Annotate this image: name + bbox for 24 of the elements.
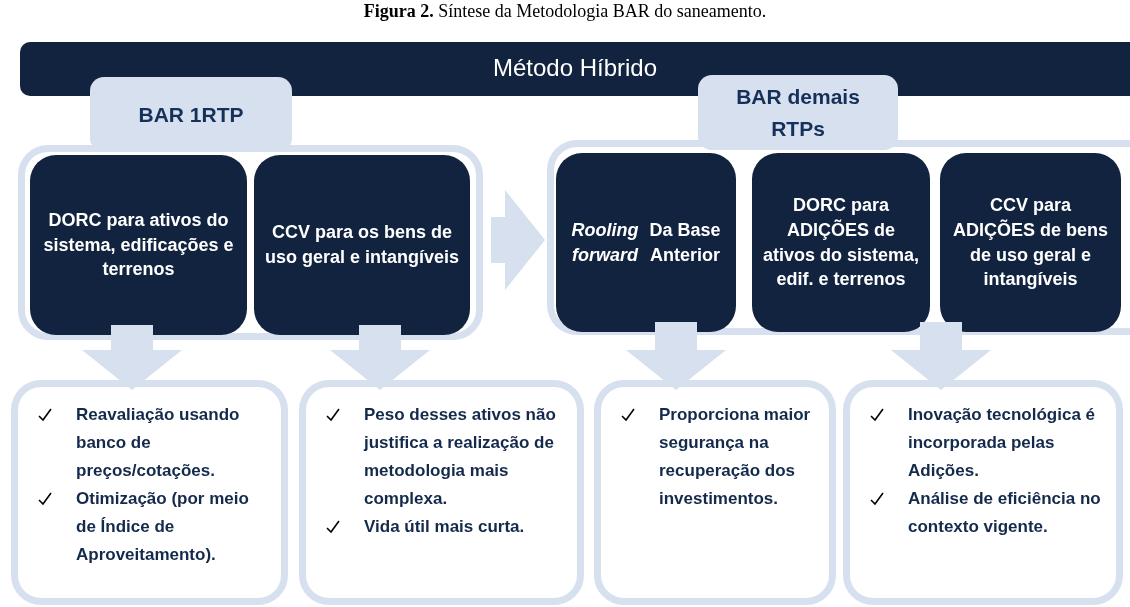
bullet-text: Vida útil mais curta. [364, 516, 526, 538]
method-box: CCV para ADIÇÕES de bens de uso geral e intangíveis [940, 153, 1121, 332]
note-card [594, 380, 836, 605]
method-box: CCV para os bens de uso geral e intangíveis [254, 155, 470, 335]
method-box: Rooling forward Da Base Anterior [556, 153, 736, 332]
note-card [299, 380, 584, 605]
bullet-text: Análise de eficiência no contexto vigente. [908, 488, 1102, 538]
bullet-text: Proporciona maior segurança na recuperação dos investimentos. [659, 404, 812, 510]
method-box: DORC para ativos do sistema, edificações e terrenos [30, 155, 247, 335]
figure-title: Figura 2. Síntese da Metodologia BAR do saneamento. [362, 1, 768, 22]
block-arrow [491, 190, 545, 290]
bullet-text: Peso desses ativos não justifica a realização de metodologia mais complexa. [364, 404, 557, 510]
block-arrow [891, 322, 991, 390]
group-heading: BAR demais RTPs [698, 75, 898, 150]
block-arrow [330, 325, 430, 390]
bullet-text: Otimização (por meio de Índice de Aproveitamento). [76, 488, 250, 566]
bullet-text: Reavaliação usando banco de preços/cotações. [76, 404, 241, 482]
bullet-text: Inovação tecnológica é incorporada pelas Adições. [908, 404, 1097, 482]
block-arrow [626, 322, 726, 390]
banner-title: Método Híbrido [492, 54, 658, 81]
note-card [11, 380, 288, 605]
block-arrow [82, 325, 182, 390]
note-card [843, 380, 1123, 605]
method-box: DORC para ADIÇÕES de ativos do sistema, edif. e terrenos [752, 153, 930, 332]
